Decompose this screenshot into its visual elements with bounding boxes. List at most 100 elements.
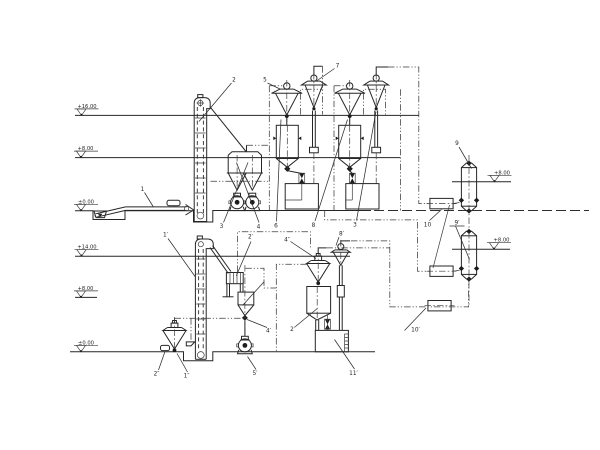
equipment-label: 8′ xyxy=(339,232,345,238)
line-segment xyxy=(458,146,472,169)
pedestal-machine-8 xyxy=(345,170,380,210)
label-machine-8: 8 xyxy=(312,119,348,229)
label-elevator-upper: 2 xyxy=(198,78,236,122)
chute-to-screener-a xyxy=(209,247,229,274)
label-cyclone-4pp: 4″ xyxy=(284,238,317,259)
shape-outline xyxy=(313,65,323,75)
label-small-1pp: 1″ xyxy=(176,353,191,380)
line-segment xyxy=(144,192,154,208)
shape-outline xyxy=(237,231,311,272)
elevation-label-zero-lower: ±0.00 xyxy=(78,340,94,346)
elevator-casing xyxy=(193,97,211,222)
label-separator-9p: 9′ xyxy=(449,221,470,260)
equipment-label: 9 xyxy=(455,141,459,147)
shape-outline xyxy=(75,210,126,220)
label-conveyor: 1 xyxy=(141,187,154,208)
line-segment xyxy=(290,241,317,259)
equipment-label: 7 xyxy=(336,64,340,70)
line-segment xyxy=(198,82,232,122)
line-segment xyxy=(429,209,442,221)
equipment-label: 4 xyxy=(257,225,261,231)
label-fan-10p: 10′ xyxy=(404,307,427,334)
shape-outline xyxy=(229,272,241,284)
elevation-label-plus8-right-upper: +8.00 xyxy=(494,170,510,176)
equipment-label: 2′ xyxy=(248,235,254,241)
cyclone-8p xyxy=(329,240,352,331)
elevator-sections xyxy=(196,258,206,335)
shape-outline xyxy=(375,66,388,75)
elevation-marker-plus8-upper: +8.00 xyxy=(73,146,401,159)
shape-rect xyxy=(237,291,255,306)
equipment-label: 10′ xyxy=(411,328,420,334)
equipment-label: 2″ xyxy=(290,327,297,333)
elevation-marker-plus16: +16.00 xyxy=(74,104,419,117)
equipment-label: 4″ xyxy=(284,238,291,244)
line-segment xyxy=(158,351,166,371)
label-cyclone-8p: 8′ xyxy=(335,232,345,246)
elevation-marker-plus14: +14.00 xyxy=(74,245,350,257)
shape-outline xyxy=(196,99,205,107)
shape-outline xyxy=(245,267,277,289)
shape-outline xyxy=(226,283,230,297)
shape-outline xyxy=(363,88,386,115)
elevation-label-plus8-lower: +8.00 xyxy=(78,286,94,292)
label-airlock-4p: 4′ xyxy=(246,319,272,335)
equipment-label: 1″ xyxy=(184,374,191,380)
label-packer-11p: 11′ xyxy=(334,339,359,377)
line-segment xyxy=(314,119,348,222)
line-segment xyxy=(176,353,188,373)
label-separator-9: 9 xyxy=(455,141,472,169)
shape-rect xyxy=(336,285,345,298)
shape-rect xyxy=(306,286,332,314)
label-duct-3b: 3 xyxy=(353,111,377,229)
equipment-label: 6 xyxy=(274,224,278,230)
equipment-label: 4′ xyxy=(266,329,272,335)
equipment-label: 5 xyxy=(263,78,267,84)
line-segment xyxy=(247,356,257,370)
equipment-label: 9′ xyxy=(454,221,460,227)
label-screener-2p: 2′ xyxy=(235,235,254,277)
elevator-head-pulley xyxy=(197,241,204,248)
shape-outline xyxy=(275,263,307,352)
line-segment xyxy=(455,225,470,260)
cyclone-exhaust-brackets xyxy=(313,65,388,75)
label-small-2pp: 2″ xyxy=(154,351,166,378)
line-segment xyxy=(167,238,196,278)
label-cyclone-7: 7 xyxy=(316,64,340,82)
conveyor-incline-bottom xyxy=(96,209,126,218)
line-segment xyxy=(334,339,355,370)
elevator-vent xyxy=(196,235,203,240)
label-fan-10: 10 xyxy=(424,209,442,229)
conveyor-incline-top xyxy=(96,206,126,215)
label-machine-6: 6 xyxy=(274,119,282,230)
line-segment xyxy=(335,236,340,246)
shape-rect xyxy=(345,183,380,210)
elevation-label-plus14: +14.00 xyxy=(77,245,96,251)
elevation-marker-zero-lower: ±0.00 xyxy=(73,340,99,353)
shape-outline xyxy=(306,312,331,321)
bucket-elevator-upper xyxy=(193,94,247,222)
shape-rect xyxy=(344,333,349,353)
elevation-label-plus8-upper: +8.00 xyxy=(78,146,94,152)
shape-outline xyxy=(344,337,349,349)
shape-rect xyxy=(225,272,244,285)
equipment-label: 5′ xyxy=(252,371,258,377)
double-hopper xyxy=(226,145,263,193)
fan-connector xyxy=(432,204,450,269)
bin-lower-1 xyxy=(237,265,255,337)
magnet-box xyxy=(166,199,181,207)
label-mill-3: 3 xyxy=(220,162,249,230)
small-feeder-box xyxy=(160,344,170,352)
elevation-label-plus8-right-lower: +8.00 xyxy=(494,238,510,244)
equipment-label: 1 xyxy=(141,187,145,193)
upper-duct-network xyxy=(210,66,430,272)
elevator-boot-pulley xyxy=(197,351,205,359)
boot-feed-funnel xyxy=(185,341,196,347)
shape-outline xyxy=(350,240,469,308)
elevator-sections xyxy=(195,117,206,194)
elevator-casing xyxy=(194,238,214,360)
shape-outline xyxy=(239,283,244,293)
chute-elevator-to-hopper xyxy=(209,106,247,153)
